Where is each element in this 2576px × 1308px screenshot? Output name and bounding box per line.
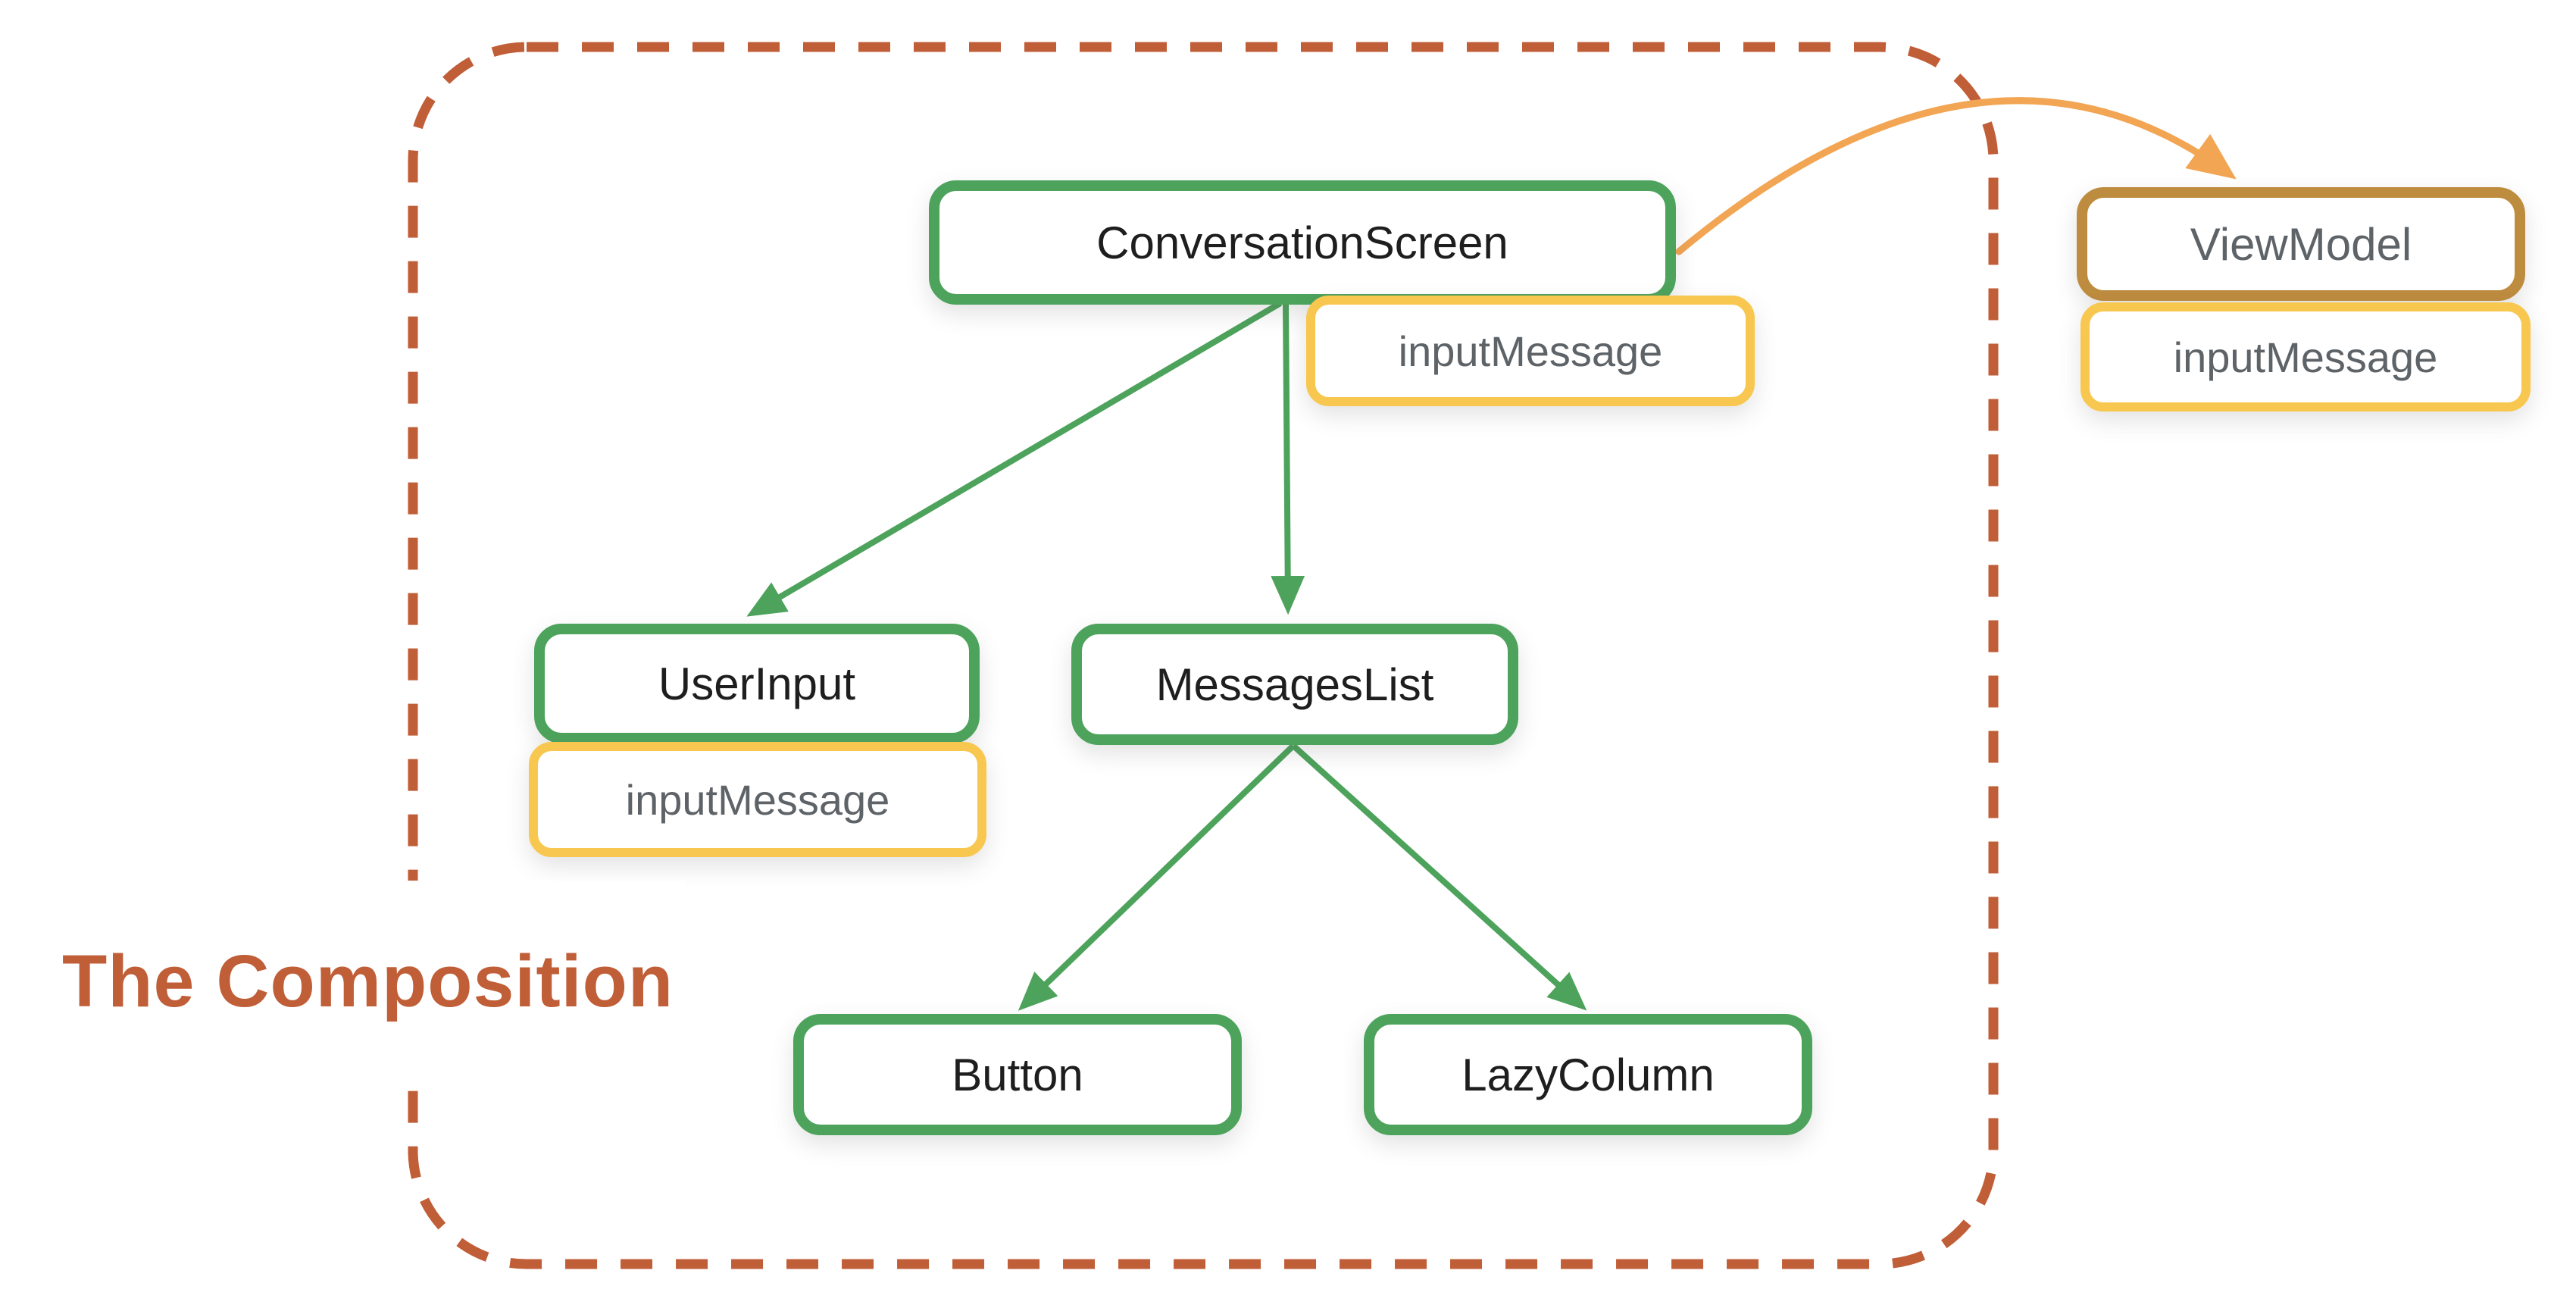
node-conversation-screen: ConversationScreen <box>929 180 1676 305</box>
state-badge-userinput-inputmessage: inputMessage <box>529 742 986 857</box>
edge-conversationscreen-to-userinput <box>746 300 1283 617</box>
state-badge-viewmodel-inputmessage: inputMessage <box>2080 302 2531 411</box>
node-view-model: ViewModel <box>2077 187 2525 301</box>
state-badge-conversationscreen-inputmessage: inputMessage <box>1306 296 1755 406</box>
edge-conversationscreen-to-messageslist <box>1271 302 1305 615</box>
edge-messageslist-to-lazycolumn <box>1291 743 1587 1011</box>
composition-title: The Composition <box>36 881 685 1082</box>
edge-messageslist-to-button <box>1018 743 1296 1011</box>
node-user-input: UserInput <box>534 624 980 743</box>
edge-conversationscreen-to-viewmodel <box>1675 97 2237 255</box>
node-lazy-column: LazyColumn <box>1364 1014 1812 1135</box>
node-messages-list: MessagesList <box>1071 624 1518 745</box>
composition-boundary <box>408 42 1999 1269</box>
node-button: Button <box>793 1014 1242 1135</box>
